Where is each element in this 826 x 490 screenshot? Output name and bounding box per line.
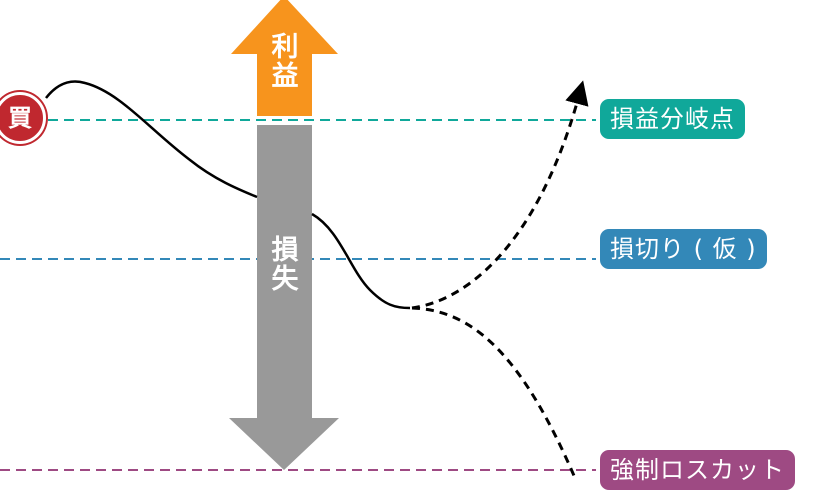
forced-losscut-tag: 強制ロスカット <box>600 450 795 490</box>
price-line <box>45 80 411 310</box>
profit-char: 利 <box>271 32 299 63</box>
loss-label: 損 失 <box>270 236 300 294</box>
profit-char: 益 <box>271 61 299 92</box>
profit-label: 利 益 <box>270 33 300 91</box>
stoploss-tag: 損切り ( 仮 ) <box>600 229 767 269</box>
buy-badge: 買 <box>0 92 46 144</box>
projection-up <box>411 80 589 310</box>
profit-arrow-shape <box>231 0 338 116</box>
loss-char: 失 <box>271 264 299 295</box>
breakeven-tag: 損益分岐点 <box>600 99 745 139</box>
loss-char: 損 <box>271 235 299 266</box>
projection-down <box>411 306 577 479</box>
loss-arrow <box>229 125 339 470</box>
